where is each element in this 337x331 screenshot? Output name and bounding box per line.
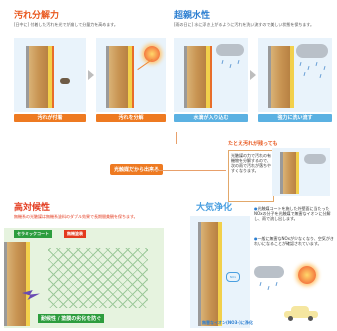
coat-layer xyxy=(48,46,52,108)
coat-layer xyxy=(218,222,222,326)
hydrophilic-panel: 超親水性 [雨の日に] 水に浮き上がるように汚れを洗い流すので美しい状態を保ちま… xyxy=(168,0,337,128)
car-wheel-icon xyxy=(308,316,313,321)
stain-particle xyxy=(60,78,70,84)
air-bullet-1-text: 光触媒コートを施した外壁面に当たったNOxの分子を光触媒で無害なイオンに分解し、… xyxy=(254,206,331,221)
nox-molecule: NOx xyxy=(226,272,240,282)
rain-icon xyxy=(259,281,262,287)
sun-icon xyxy=(298,266,316,284)
rain-icon xyxy=(303,71,306,77)
wall-illustration xyxy=(184,46,209,108)
rain-icon xyxy=(237,59,240,65)
durability-panel: 高対候性 無機系の光触媒は無機系塗料のダブル効果で長期間美観を保ちます。 セラミ… xyxy=(0,196,168,331)
hydro-scene-2 xyxy=(258,38,332,112)
cloud-icon xyxy=(216,44,244,56)
air-illustration: NOx xyxy=(190,216,250,328)
sunray-icon xyxy=(137,58,153,71)
coat-layer xyxy=(206,46,210,108)
wall-illustration xyxy=(26,46,51,108)
rain-icon xyxy=(319,73,322,79)
air-bullet-1: ●光触媒コートを施した外壁面に当たったNOxの分子を光触媒で無害なイオンに分解し… xyxy=(254,206,334,221)
coat-layer xyxy=(128,46,132,108)
hydro-desc: [雨の日に] 水に浮き上がるように汚れを洗い流すので美しい状態を保ちます。 xyxy=(174,22,314,27)
cloud-icon xyxy=(296,44,328,58)
car-icon xyxy=(284,306,318,321)
wall-illustration xyxy=(280,152,299,194)
wall-illustration xyxy=(198,222,221,326)
stain-desc: [日中に] 付着した汚れを光でが崩して分量力を高めます。 xyxy=(14,22,118,27)
car-wheel-icon xyxy=(288,316,293,321)
air-title: 大気浄化 xyxy=(196,203,233,213)
car-roof xyxy=(291,306,309,313)
rain-icon xyxy=(323,65,326,71)
stain-tag-1: 汚れが付着 xyxy=(14,114,86,122)
callout-title: たとえ汚れが残っても xyxy=(228,141,278,147)
stain-stripe xyxy=(52,46,54,108)
rain-icon xyxy=(267,285,270,291)
stain-scene-2 xyxy=(96,38,166,112)
rain-icon xyxy=(229,63,232,69)
durability-illustration: セラミックコート 無機塗装 耐候性 / 塗膜の劣化を防ぐ xyxy=(4,228,164,328)
air-bottom-label-text: 無害なイオン(NO3-)に浄化 xyxy=(202,320,253,325)
durability-desc: 無機系の光触媒は無機系塗料のダブル効果で長期間美観を保ちます。 xyxy=(14,214,138,219)
air-panel: 大気浄化 NOx ●光触媒コートを施した外壁面に当たったNOxの分子を光触媒で無… xyxy=(168,196,337,331)
molecule-mesh xyxy=(48,248,148,308)
coat-label-tag: セラミックコート xyxy=(14,230,52,238)
car-body xyxy=(284,311,318,318)
rain-icon xyxy=(307,65,310,71)
stain-tag-2: 汚れを分解 xyxy=(96,114,166,122)
air-bullet-2: ●一般に無害なNOxが少なくなり、空気がきれいになることが確認されています。 xyxy=(254,236,334,246)
coat-layer xyxy=(296,152,299,194)
sun-icon xyxy=(144,46,160,62)
hydro-scene-1 xyxy=(174,38,248,112)
rain-icon xyxy=(275,281,278,287)
hydro-tag-2: 強力に洗い流す xyxy=(258,114,332,122)
wall-illustration xyxy=(268,46,293,108)
air-bullet-2-text: 一般に無害なNOxが少なくなり、空気がきれいになることが確認されています。 xyxy=(254,236,334,246)
arrow-right-icon xyxy=(88,70,94,80)
stain-stripe xyxy=(210,46,212,108)
callout-box: 光触媒の力で汚れの有機物を分解するので、次の雨で汚れが落ちやすくなります。 xyxy=(228,150,274,202)
photocatalyst-badge: 光触媒だから出来る xyxy=(110,164,164,175)
durability-title: 高対候性 xyxy=(14,203,51,213)
callout-body: 光触媒の力で汚れの有機物を分解するので、次の雨で汚れが落ちやすくなります。 xyxy=(231,153,271,173)
callout-connector xyxy=(176,132,177,144)
wall-illustration xyxy=(106,46,131,108)
nox-label: NOx xyxy=(229,275,237,279)
coat-layer xyxy=(290,46,294,108)
inorganic-label: 無機塗装 xyxy=(67,231,83,236)
rain-icon xyxy=(221,59,224,65)
lightning-icon xyxy=(22,290,40,300)
inorganic-label-tag: 無機塗装 xyxy=(64,230,86,238)
rain-icon xyxy=(315,61,318,67)
arrow-right-icon xyxy=(250,70,256,80)
badge-connector xyxy=(150,170,226,171)
cloud-icon xyxy=(304,154,326,164)
stain-scene-1 xyxy=(14,38,86,112)
stain-stripe xyxy=(132,46,134,108)
stain-panel: 汚れ分解力 [日中に] 付着した汚れを光でが崩して分量力を高めます。 汚れが付着… xyxy=(0,0,168,128)
rain-icon xyxy=(299,61,302,67)
hydro-title: 超親水性 xyxy=(174,11,211,21)
coat-layer xyxy=(26,242,30,326)
hydro-tag-1: 水滴が入り込む xyxy=(174,114,248,122)
callout-scene xyxy=(272,148,330,196)
stain-title: 汚れ分解力 xyxy=(14,11,60,21)
cloud-icon xyxy=(254,266,284,278)
bullet-dot: ● xyxy=(254,206,258,211)
wall-cross-section xyxy=(4,242,29,326)
air-bottom-label: 無害なイオン(NO3-)に浄化 xyxy=(202,320,253,326)
durability-banner: 耐候性 / 塗膜の劣化を防ぐ xyxy=(38,314,105,323)
bullet-dot: ● xyxy=(254,236,258,241)
coat-label: セラミックコート xyxy=(17,231,49,236)
